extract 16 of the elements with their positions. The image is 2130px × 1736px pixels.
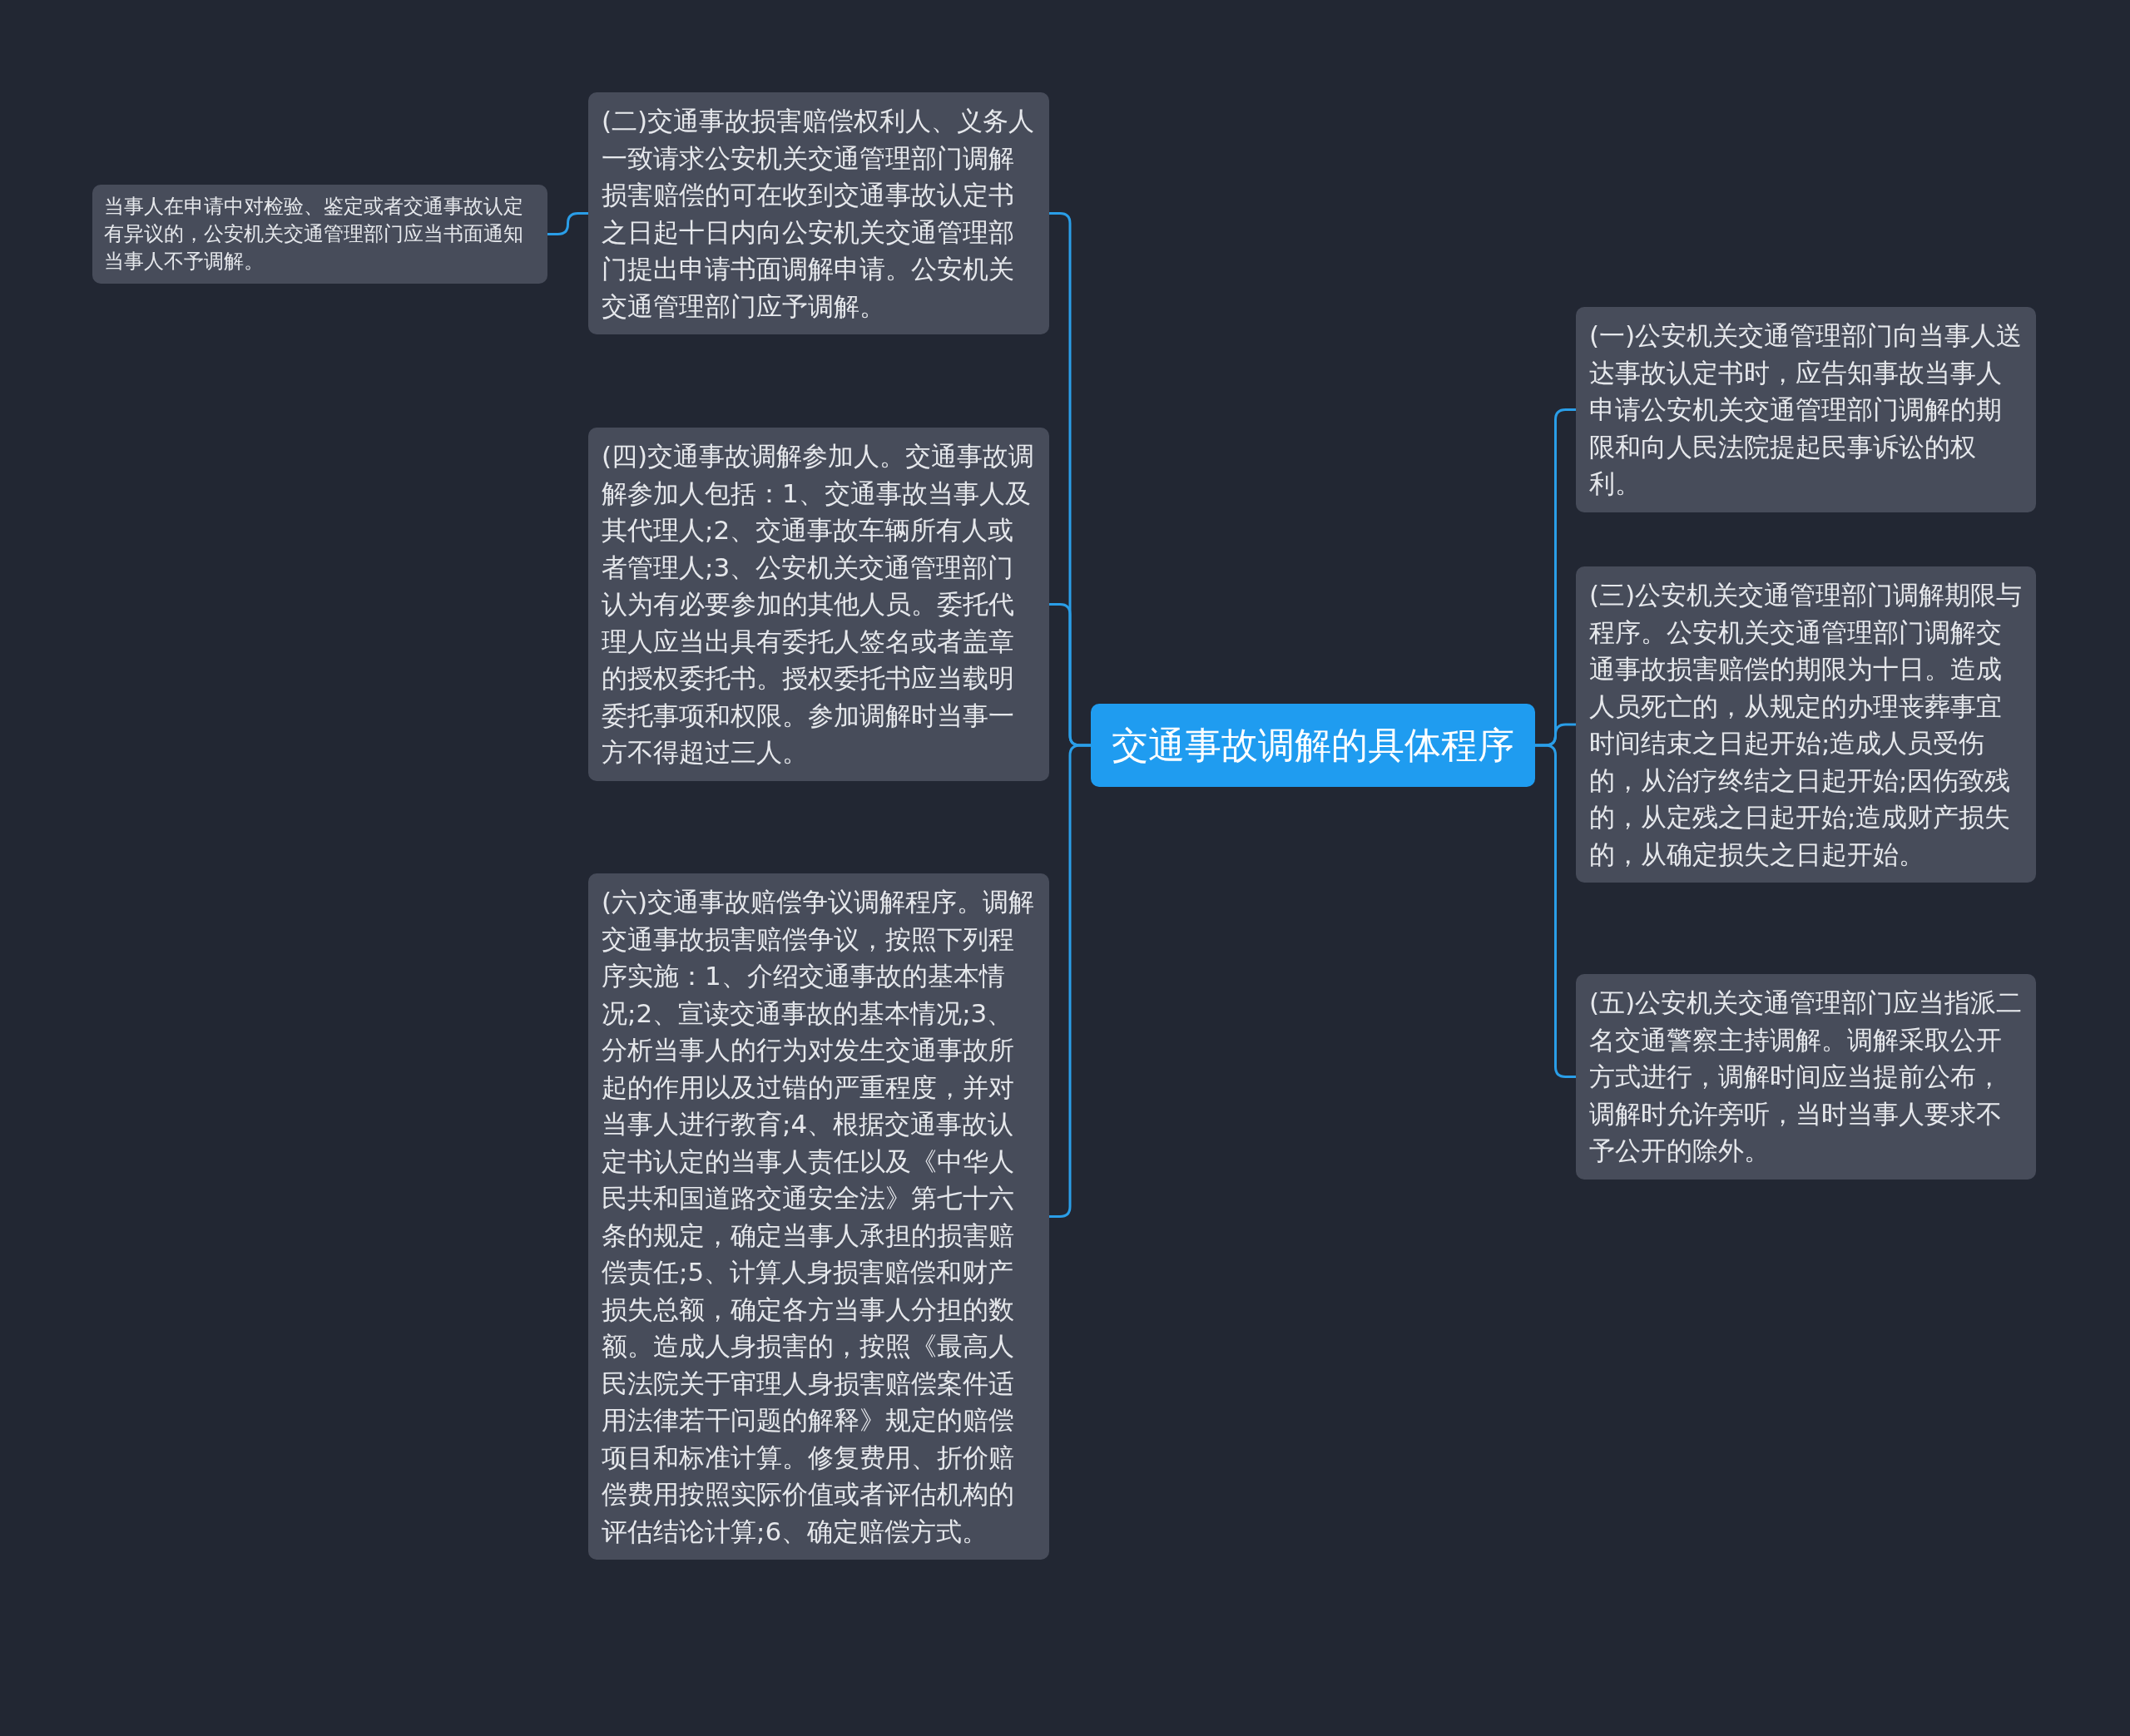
topic-text: (六)交通事故赔偿争议调解程序。调解交通事故损害赔偿争议，按照下列程序实施：1、介绍交通事故的基本情况;2、宣读交通事故的基本情况;3、分析当事人的行为对发生交通事故所起的作用以及过错的严重程度，并对当事人进行教育;4、根据交通事故认定书认定的当事人责任以及《中华人民共和国道路交通安全法》第七十六条的规定，确定当事人承担的损害赔偿责任;5、计算人身损害赔偿和财产损失总额，确定各方当事人分担的数额。造成人身损害的，按照《最高人民法院关于审理人身损害赔偿案件适用法律若干问题的解释》规定的赔偿项目和标准计算。修复费用、折价赔偿费用按照实际价值或者评估机构的评估结论计算;6、确定赔偿方式。 xyxy=(602,886,1036,1548)
connector-line xyxy=(547,212,588,235)
topic-text: (四)交通事故调解参加人。交通事故调解参加人包括：1、交通事故当事人及其代理人;2、交通事故车辆所有人或者管理人;3、公安机关交通管理部门认为有必要参加的其他人员。委托代理人应当出具有委托人签名或者盖章的授权委托书。授权委托书应当载明委托事项和权限。参加调解时当事一方不得超过三人。 xyxy=(602,440,1036,769)
topic-box xyxy=(588,92,1049,334)
topic-box xyxy=(92,185,547,284)
topic-box xyxy=(1576,307,2036,512)
topic-text: 交通事故调解的具体程序 xyxy=(1111,723,1515,768)
topic-text: (一)公安机关交通管理部门向当事人送达事故认定书时，应告知事故当事人申请公安机关交通管理部门调解的期限和向人民法院提起民事诉讼的权利。 xyxy=(1589,319,2023,500)
topic-box xyxy=(1576,974,2036,1180)
connector-line xyxy=(1049,744,1091,1218)
topic-text: (五)公安机关交通管理部门应当指派二名交通警察主持调解。调解采取公开方式进行，调解时间应当提前公布，调解时允许旁听，当时当事人要求不予公开的除外。 xyxy=(1589,987,2023,1167)
topic-text: 当事人在申请中对检验、鉴定或者交通事故认定有异议的，公安机关交通管理部门应当书面通知当事人不予调解。 xyxy=(104,194,524,274)
topic-text: (二)交通事故损害赔偿权利人、义务人一致请求公安机关交通管理部门调解损害赔偿的可在收到交通事故认定书之日起十日内向公安机关交通管理部门提出申请书面调解申请。公安机关交通管理部门应予调解。 xyxy=(602,105,1036,323)
topic-text: (三)公安机关交通管理部门调解期限与程序。公安机关交通管理部门调解交通事故损害赔偿的期限为十日。造成人员死亡的，从规定的办理丧葬事宜时间结束之日起开始;造成人员受伤的，从治疗终结之日起开始;因伤致残的，从定残之日起开始;造成财产损失的，从确定损失之日起开始。 xyxy=(1589,579,2023,871)
connector-line xyxy=(1535,744,1576,1078)
central-topic-box xyxy=(1091,704,1535,787)
